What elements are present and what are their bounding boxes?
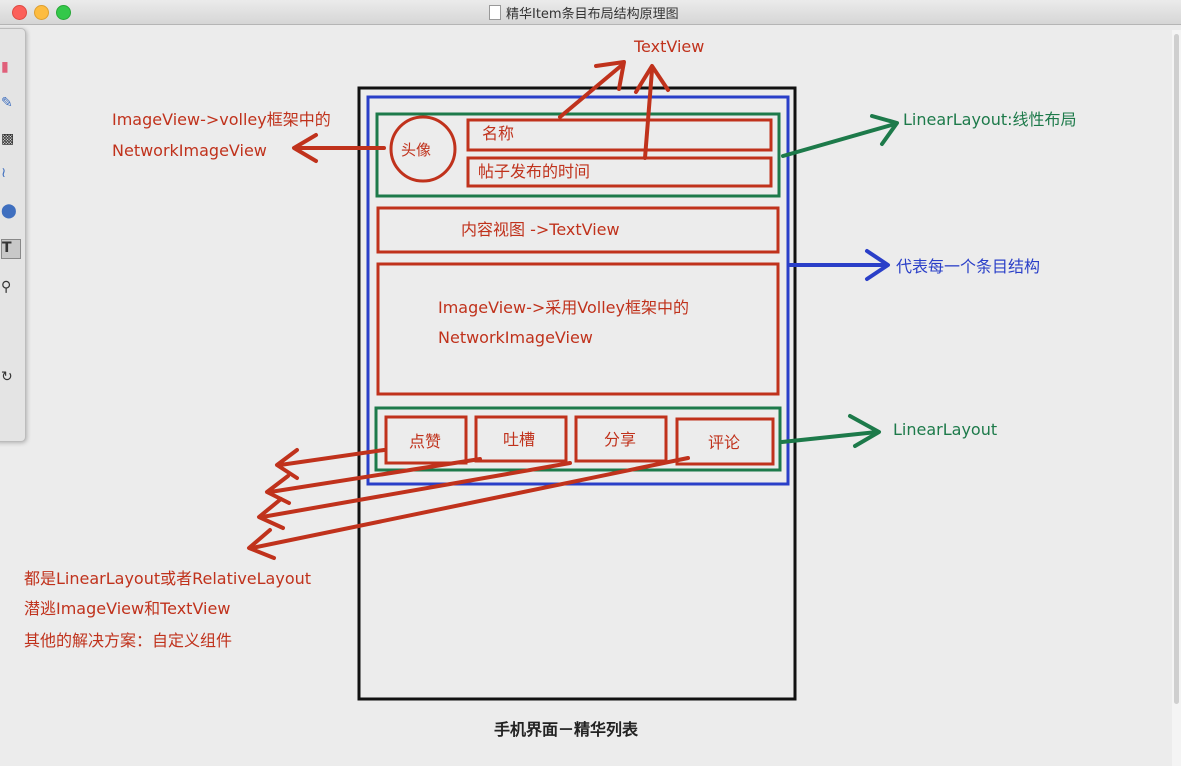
diagram-caption: 手机界面－精华列表 — [494, 720, 639, 739]
avatar-arrow — [292, 133, 386, 163]
share-box — [574, 415, 668, 463]
avatar-imageview-label-line2: NetworkImageView — [112, 141, 267, 160]
close-window-button[interactable] — [12, 5, 27, 20]
time-box — [466, 156, 773, 188]
rotate-icon[interactable]: ↻ — [1, 369, 13, 385]
avatar-text: 头像 — [401, 141, 432, 159]
zoom-window-button[interactable] — [56, 5, 71, 20]
document-icon — [489, 5, 501, 20]
avatar-circle — [389, 115, 457, 183]
note-line2: 潜逃ImageView和TextView — [24, 599, 231, 618]
image-view-text-line1: ImageView->采用Volley框架中的 — [438, 298, 689, 317]
content-box — [376, 206, 780, 254]
item-container-box — [366, 95, 790, 486]
like-box — [384, 415, 468, 465]
ellipse-icon[interactable]: ⬤ — [1, 203, 17, 219]
post-time-text: 帖子发布的时间 — [478, 162, 591, 181]
comment-box — [675, 417, 775, 466]
text-tool-icon[interactable]: T — [1, 239, 21, 259]
curve-icon[interactable]: ≀ — [1, 165, 7, 181]
textview-arrows — [558, 60, 670, 160]
complain-box — [474, 415, 568, 463]
item-structure-label: 代表每一个条目结构 — [896, 257, 1041, 276]
blue-arrow — [788, 249, 890, 281]
tool-palette: ▮ ✎ ▩ ≀ ⬤ T ⚲ ↻ — [0, 28, 26, 442]
textview-label: TextView — [634, 37, 705, 56]
bottom-linearlayout-box — [374, 406, 782, 472]
scrollbar-thumb[interactable] — [1174, 34, 1179, 704]
zoom-icon[interactable]: ⚲ — [1, 279, 12, 295]
image-box — [376, 262, 780, 396]
phone-frame — [357, 86, 797, 701]
eraser-icon[interactable]: ▮ — [1, 59, 9, 75]
green-arrows — [780, 114, 899, 448]
window-title: 精华Item条目布局结构原理图 — [506, 7, 679, 22]
share-text: 分享 — [604, 430, 637, 449]
name-text: 名称 — [482, 124, 515, 143]
paint-bucket-icon[interactable]: ▩ — [1, 131, 15, 147]
image-view-text-line2: NetworkImageView — [438, 328, 593, 347]
note-line1: 都是LinearLayout或者RelativeLayout — [24, 569, 312, 588]
comment-text: 评论 — [708, 433, 741, 452]
name-box — [466, 118, 773, 152]
note-line3: 其他的解决方案：自定义组件 — [24, 631, 233, 650]
minimize-window-button[interactable] — [34, 5, 49, 20]
pencil-icon[interactable]: ✎ — [1, 95, 13, 111]
complain-text: 吐槽 — [503, 430, 536, 449]
header-linearlayout-box — [375, 112, 781, 198]
like-text: 点赞 — [409, 432, 442, 451]
avatar-imageview-label-line1: ImageView->volley框架中的 — [112, 110, 331, 129]
window-titlebar: 精华Item条目布局结构原理图 — [0, 0, 1181, 25]
linearlayout-bottom-label: LinearLayout — [893, 420, 998, 439]
content-view-text: 内容视图 ->TextView — [461, 220, 620, 239]
button-arrows — [247, 448, 690, 560]
linearlayout-linear-label: LinearLayout:线性布局 — [903, 110, 1077, 129]
